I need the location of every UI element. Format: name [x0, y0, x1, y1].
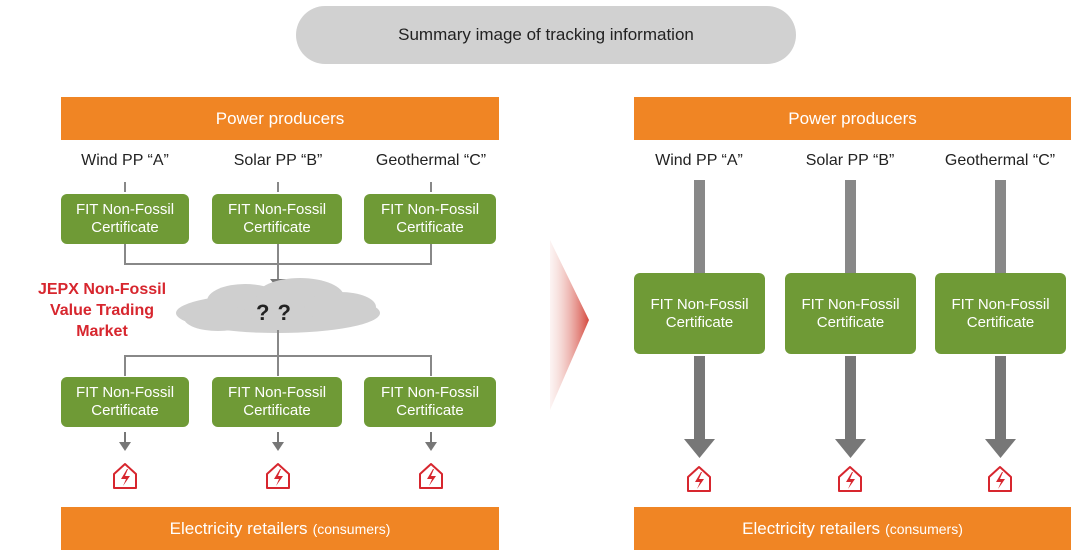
- certificate-line1: FIT Non-Fossil: [951, 295, 1050, 313]
- certificate-line2: Certificate: [91, 219, 159, 236]
- certificate-line2: Certificate: [243, 219, 311, 236]
- jepx-line3: Market: [76, 323, 128, 340]
- certificate-right-a: FIT Non-Fossil Certificate: [634, 273, 765, 354]
- consumers-label: (consumers): [312, 520, 391, 537]
- transition-arrow-icon: [550, 240, 589, 410]
- certificate-top-b: FIT Non-Fossil Certificate: [212, 194, 342, 244]
- producer-solar-left: Solar PP “B”: [233, 152, 323, 169]
- small-arrows-left: [119, 432, 437, 451]
- certificate-line1: FIT Non-Fossil: [650, 295, 749, 313]
- power-house-icon: [113, 463, 137, 489]
- certificate-line2: Certificate: [966, 313, 1035, 331]
- certificate-line2: Certificate: [91, 402, 159, 419]
- split-lines: [124, 330, 432, 376]
- certificate-line2: Certificate: [665, 313, 734, 331]
- cloud-icon: [176, 278, 380, 333]
- certificate-top-a: FIT Non-Fossil Certificate: [61, 194, 189, 244]
- summary-title: Summary image of tracking information: [296, 6, 796, 64]
- jepx-line2: Value Trading: [49, 302, 155, 319]
- certificate-line2: Certificate: [396, 402, 464, 419]
- electricity-retailers-bar-left: Electricity retailers (consumers): [61, 507, 499, 550]
- producer-geothermal-left: Geothermal “C”: [375, 152, 487, 169]
- certificate-line1: FIT Non-Fossil: [75, 384, 175, 401]
- certificate-bottom-c: FIT Non-Fossil Certificate: [364, 377, 496, 427]
- certificate-line1: FIT Non-Fossil: [380, 384, 480, 401]
- certificate-line2: Certificate: [243, 402, 311, 419]
- power-producers-bar-left: Power producers: [61, 97, 499, 140]
- certificate-bottom-b: FIT Non-Fossil Certificate: [212, 377, 342, 427]
- summary-title-text: Summary image of tracking information: [398, 25, 694, 44]
- consumers-label: (consumers): [885, 520, 963, 537]
- electricity-retailers-label: Electricity retailers: [169, 518, 308, 538]
- producer-wind-right: Wind PP “A”: [655, 152, 743, 169]
- certificate-line1: FIT Non-Fossil: [227, 201, 327, 218]
- electricity-retailers-label: Electricity retailers: [742, 518, 881, 538]
- producer-geothermal-right: Geothermal “C”: [944, 152, 1056, 169]
- power-house-icon: [266, 463, 290, 489]
- certificate-line1: FIT Non-Fossil: [801, 295, 900, 313]
- electricity-retailers-bar-right: Electricity retailers (consumers): [634, 507, 1071, 550]
- power-house-icon: [988, 466, 1012, 492]
- power-producers-bar-right: Power producers: [634, 97, 1071, 140]
- power-producers-label: Power producers: [788, 108, 917, 128]
- jepx-line1: JEPX Non-Fossil: [37, 281, 167, 298]
- thick-arrows-bottom: [684, 356, 1016, 458]
- power-house-icon: [687, 466, 711, 492]
- certificate-line1: FIT Non-Fossil: [380, 201, 480, 218]
- power-house-icon: [419, 463, 443, 489]
- producer-solar-right: Solar PP “B”: [805, 152, 895, 169]
- unknown-marks: ? ?: [256, 300, 292, 325]
- certificate-bottom-a: FIT Non-Fossil Certificate: [61, 377, 189, 427]
- power-producers-label: Power producers: [215, 108, 345, 128]
- certificate-right-b: FIT Non-Fossil Certificate: [785, 273, 916, 354]
- certificate-line2: Certificate: [816, 313, 885, 331]
- certificate-line1: FIT Non-Fossil: [227, 384, 327, 401]
- power-house-icon: [838, 466, 862, 492]
- certificate-right-c: FIT Non-Fossil Certificate: [935, 273, 1066, 354]
- certificate-line2: Certificate: [396, 219, 464, 236]
- certificate-line1: FIT Non-Fossil: [75, 201, 175, 218]
- merge-lines: [124, 244, 432, 280]
- thick-lines-top: [694, 180, 1006, 273]
- certificate-top-c: FIT Non-Fossil Certificate: [364, 194, 496, 244]
- producer-ticks-left: [124, 182, 432, 192]
- jepx-market-label: JEPX Non-Fossil Value Trading Market: [22, 279, 182, 342]
- producer-wind-left: Wind PP “A”: [81, 152, 169, 169]
